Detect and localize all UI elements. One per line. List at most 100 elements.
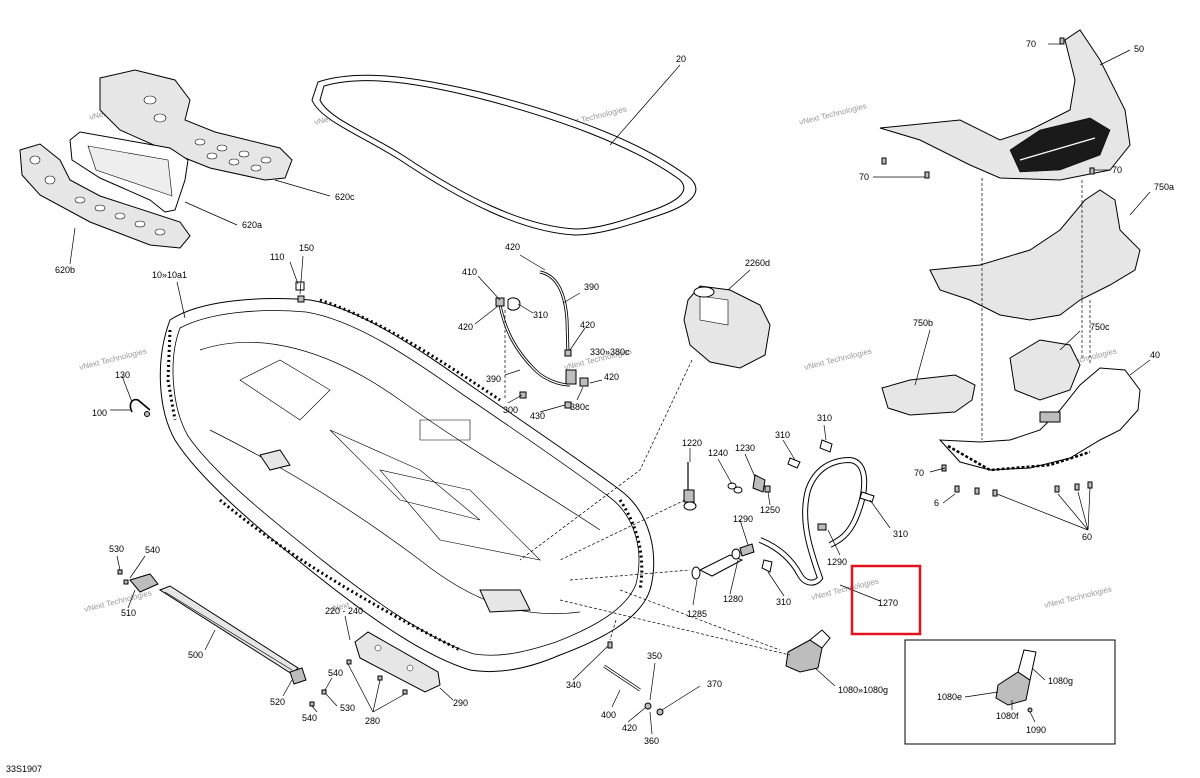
- label-1230[interactable]: 1230: [735, 443, 755, 453]
- label-620b[interactable]: 620b: [55, 265, 75, 275]
- label-520[interactable]: 520: [270, 697, 285, 707]
- part-fitting-1280[interactable]: [691, 543, 755, 580]
- diagram-code: 33S1907: [6, 764, 42, 774]
- label-1290[interactable]: 1290: [827, 557, 847, 567]
- label-1240[interactable]: 1240: [708, 448, 728, 458]
- label-1220[interactable]: 1220: [682, 438, 702, 448]
- label-390[interactable]: 390: [486, 374, 501, 384]
- watermark: vNext Technologies: [78, 346, 147, 371]
- label-420[interactable]: 420: [458, 322, 473, 332]
- part-handle-50[interactable]: [879, 29, 1131, 181]
- label-530[interactable]: 530: [340, 703, 355, 713]
- label-750b[interactable]: 750b: [913, 318, 933, 328]
- label-540[interactable]: 540: [302, 713, 317, 723]
- label-1080-1080g[interactable]: 1080»1080g: [838, 685, 888, 695]
- label-1290[interactable]: 1290: [733, 514, 753, 524]
- label-40[interactable]: 40: [1150, 350, 1160, 360]
- label-510[interactable]: 510: [121, 608, 136, 618]
- label-420[interactable]: 420: [622, 723, 637, 733]
- part-rod-400[interactable]: [603, 641, 664, 716]
- label-1270[interactable]: 1270: [878, 598, 898, 608]
- part-cap-520[interactable]: [289, 667, 307, 685]
- watermark: vNext Technologies: [798, 101, 867, 126]
- label-400[interactable]: 400: [601, 710, 616, 720]
- label-1285[interactable]: 1285: [687, 609, 707, 619]
- label-310[interactable]: 310: [817, 413, 832, 423]
- part-bracket-1230[interactable]: [752, 474, 771, 493]
- label-390[interactable]: 390: [584, 282, 599, 292]
- label-100[interactable]: 100: [92, 408, 107, 418]
- label-750c[interactable]: 750c: [1090, 322, 1110, 332]
- label-420[interactable]: 420: [604, 372, 619, 382]
- part-hose-1270[interactable]: [758, 439, 875, 586]
- label-280[interactable]: 280: [365, 716, 380, 726]
- label-1080e[interactable]: 1080e: [937, 692, 962, 702]
- label-290[interactable]: 290: [453, 698, 468, 708]
- label-110[interactable]: 110: [270, 252, 284, 262]
- part-hull[interactable]: [159, 298, 655, 673]
- label-220-240[interactable]: 220 - 240: [325, 606, 363, 616]
- label-70[interactable]: 70: [1026, 39, 1036, 49]
- label-60[interactable]: 60: [1082, 532, 1092, 542]
- part-plate-220-240[interactable]: [346, 631, 441, 695]
- label-1080g[interactable]: 1080g: [1048, 676, 1073, 686]
- label-360[interactable]: 360: [644, 736, 659, 746]
- label-620c[interactable]: 620c: [335, 192, 355, 202]
- label-10[interactable]: 10»10a1: [152, 270, 187, 280]
- label-310[interactable]: 310: [775, 430, 790, 440]
- label-130[interactable]: 130: [115, 370, 130, 380]
- part-sensor-1080[interactable]: [785, 629, 831, 673]
- label-430[interactable]: 430: [530, 411, 545, 421]
- label-50[interactable]: 50: [1134, 44, 1144, 54]
- part-vent-hose-390[interactable]: [295, 270, 589, 409]
- label-310[interactable]: 310: [533, 310, 548, 320]
- part-frame-40[interactable]: [938, 367, 1141, 472]
- label-70[interactable]: 70: [1112, 165, 1122, 175]
- label-150[interactable]: 150: [299, 243, 314, 253]
- label-70[interactable]: 70: [914, 468, 924, 478]
- part-footrest-620a[interactable]: [69, 131, 189, 213]
- assembly-lines: [504, 178, 1091, 656]
- part-labels: 20 50 70 70 70 70 750a 750b 750c 40 6 60…: [55, 39, 1174, 746]
- part-tray-750b[interactable]: [881, 374, 976, 416]
- label-310[interactable]: 310: [893, 529, 908, 539]
- part-footrest-620b[interactable]: [19, 143, 191, 249]
- label-380c[interactable]: 380c: [570, 402, 590, 412]
- watermark: vNext Technologies: [83, 588, 152, 613]
- part-reservoir-2260d[interactable]: [683, 285, 771, 369]
- label-330-380c[interactable]: 330»380c: [590, 347, 630, 357]
- label-420[interactable]: 420: [580, 320, 595, 330]
- label-750a[interactable]: 750a: [1154, 182, 1174, 192]
- label-1080f[interactable]: 1080f: [996, 711, 1019, 721]
- label-420[interactable]: 420: [505, 242, 520, 252]
- part-box-750c[interactable]: [1009, 339, 1081, 401]
- label-410[interactable]: 410: [462, 267, 477, 277]
- label-620a[interactable]: 620a: [242, 220, 262, 230]
- part-hook-100[interactable]: [129, 398, 151, 417]
- part-cover-750a[interactable]: [929, 189, 1141, 321]
- label-2260d[interactable]: 2260d: [745, 258, 770, 268]
- label-340[interactable]: 340: [566, 680, 581, 690]
- label-530[interactable]: 530: [109, 544, 124, 554]
- label-540[interactable]: 540: [328, 668, 343, 678]
- label-20[interactable]: 20: [676, 54, 686, 64]
- label-540[interactable]: 540: [145, 545, 160, 555]
- part-bracket-510[interactable]: [129, 573, 159, 593]
- part-sensor-1220[interactable]: [683, 462, 697, 511]
- part-washers-1240[interactable]: [727, 482, 743, 494]
- part-seat-gasket[interactable]: [311, 74, 697, 236]
- label-1280[interactable]: 1280: [723, 594, 743, 604]
- label-1250[interactable]: 1250: [760, 505, 780, 515]
- label-1090[interactable]: 1090: [1026, 725, 1046, 735]
- label-370[interactable]: 370: [707, 679, 722, 689]
- label-350[interactable]: 350: [647, 651, 662, 661]
- label-6[interactable]: 6: [934, 498, 939, 508]
- label-310[interactable]: 310: [776, 597, 791, 607]
- part-footrest-620c[interactable]: [99, 69, 293, 181]
- label-500[interactable]: 500: [188, 650, 203, 660]
- label-70[interactable]: 70: [859, 172, 869, 182]
- part-rail-500[interactable]: [158, 585, 299, 675]
- highlight-box: [850, 564, 922, 636]
- label-300[interactable]: 300: [503, 405, 518, 415]
